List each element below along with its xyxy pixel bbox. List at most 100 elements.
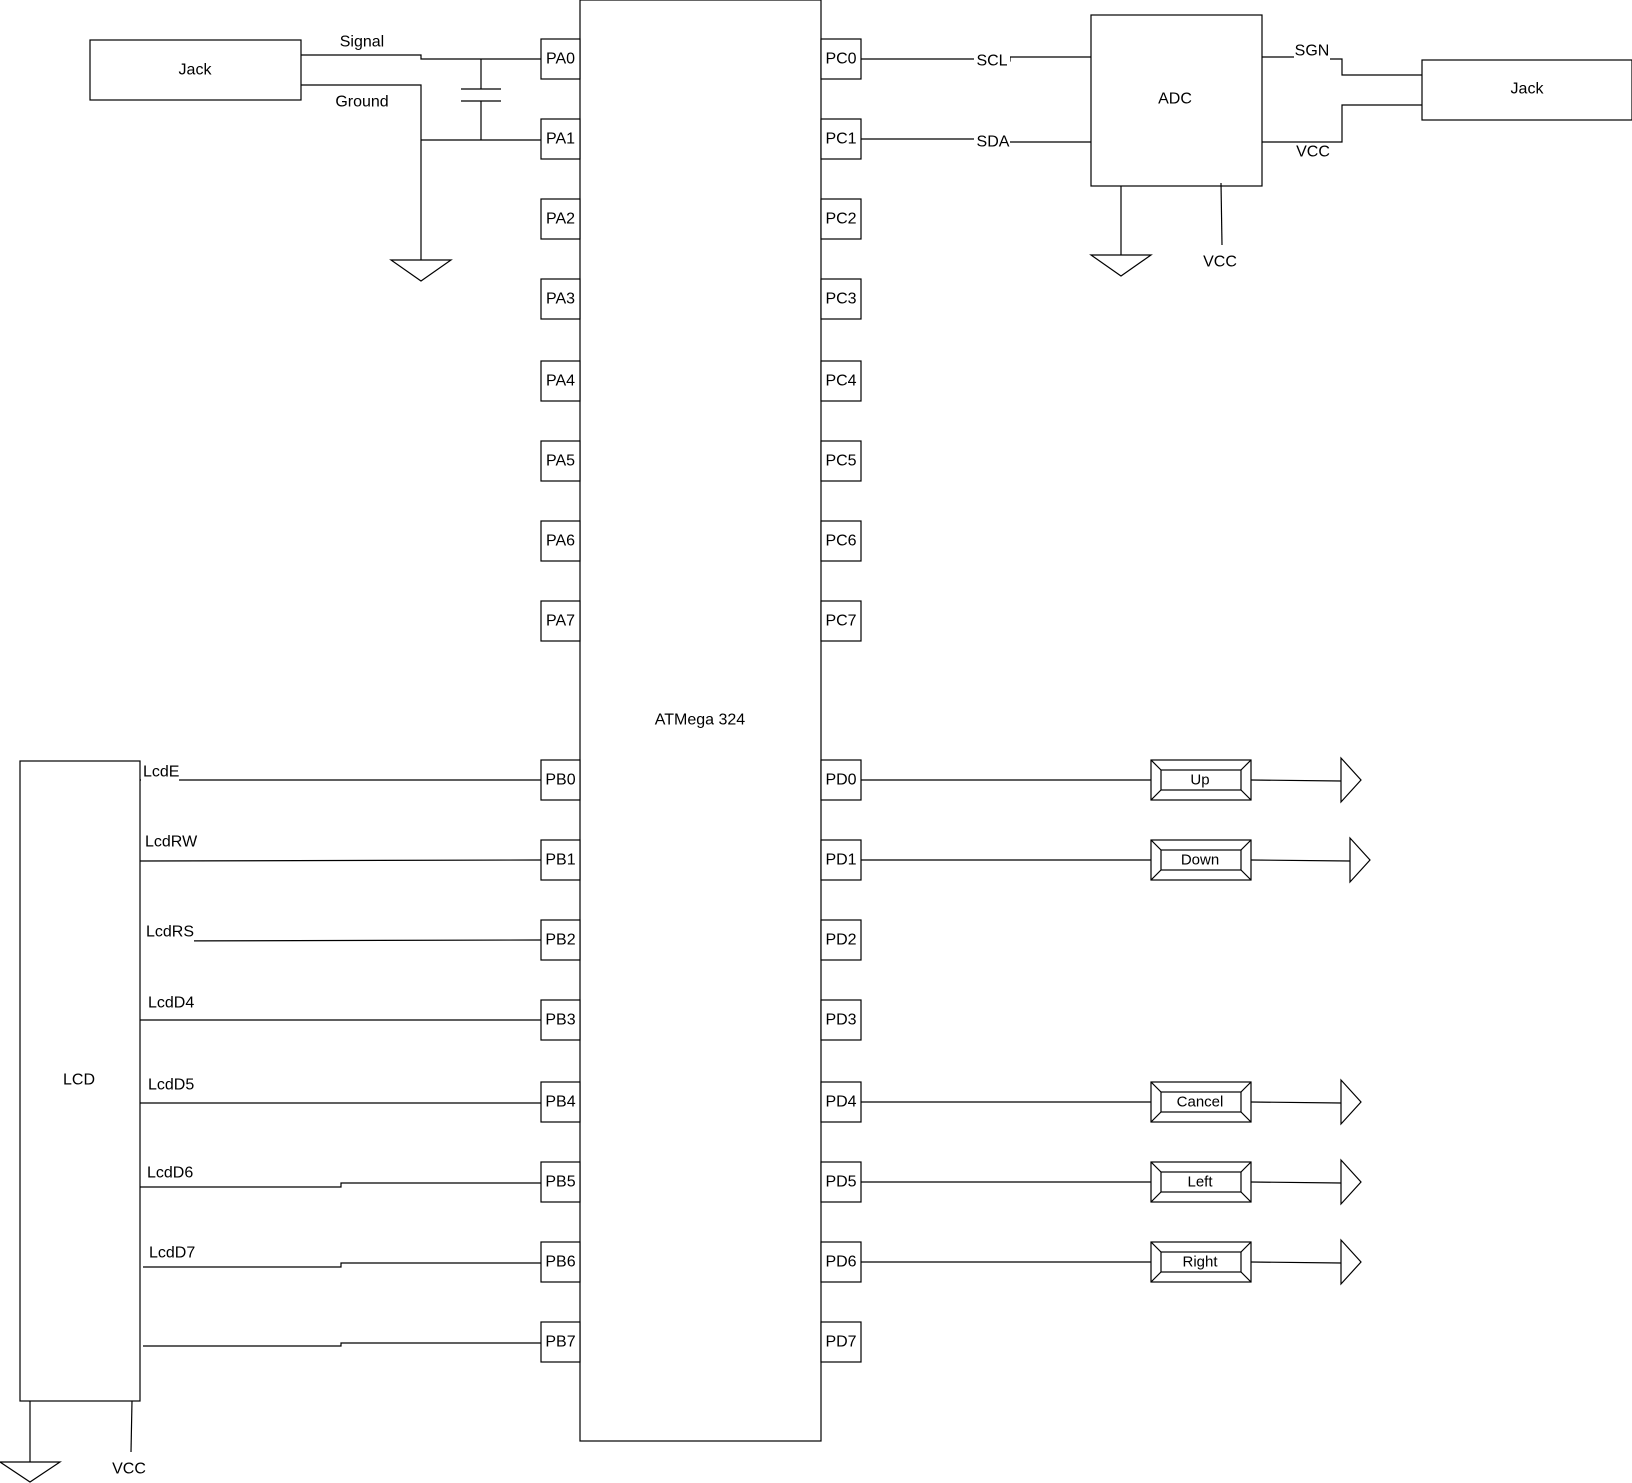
button-right[interactable]: Right bbox=[861, 1238, 1362, 1286]
adc-vcc-label: VCC bbox=[1296, 144, 1330, 161]
pin-label: PD1 bbox=[825, 852, 856, 869]
pin-label: PA5 bbox=[546, 453, 575, 470]
jack-left bbox=[89, 39, 302, 101]
pin-label: PC7 bbox=[825, 613, 856, 630]
lcd-vcc-label: VCC bbox=[112, 1461, 146, 1478]
lcd-signal-label: LcdD4 bbox=[148, 995, 194, 1012]
pin-pb6: PB6 bbox=[540, 1241, 581, 1283]
pin-pb2: PB2 bbox=[540, 919, 581, 961]
pin-label: PD2 bbox=[825, 932, 856, 949]
pin-label: PD6 bbox=[825, 1254, 856, 1271]
pin-label: PB2 bbox=[545, 932, 575, 949]
pin-label: PC1 bbox=[825, 131, 856, 148]
button-down[interactable]: Down bbox=[861, 836, 1371, 884]
adc-vcc-wire bbox=[1220, 182, 1223, 246]
pin-pd5: PD5 bbox=[820, 1161, 862, 1203]
pin-label: PA6 bbox=[546, 533, 575, 550]
pin-label: PC6 bbox=[825, 533, 856, 550]
pin-pb1: PB1 bbox=[540, 839, 581, 881]
pin-pa2: PA2 bbox=[540, 198, 581, 240]
lcd-signal-label: LcdD7 bbox=[149, 1245, 195, 1262]
adc-vcc-bottom-label: VCC bbox=[1203, 254, 1237, 271]
adc-box bbox=[1090, 14, 1263, 187]
sda-label: SDA bbox=[977, 134, 1010, 151]
button-label: Down bbox=[1181, 852, 1219, 869]
ground-label: Ground bbox=[335, 94, 388, 111]
arrow-icon bbox=[1340, 1238, 1362, 1286]
button-left[interactable]: Left bbox=[861, 1158, 1362, 1206]
button-cancel[interactable]: Cancel bbox=[861, 1078, 1362, 1126]
pin-label: PB1 bbox=[545, 852, 575, 869]
pin-pb5: PB5 bbox=[540, 1161, 581, 1203]
pin-pa4: PA4 bbox=[540, 360, 581, 402]
pin-label: PB3 bbox=[545, 1012, 575, 1029]
pin-pa6: PA6 bbox=[540, 520, 581, 562]
pin-label: PA4 bbox=[546, 373, 575, 390]
pin-label: PC2 bbox=[825, 211, 856, 228]
arrow-icon bbox=[1340, 1078, 1362, 1126]
pin-pc2: PC2 bbox=[820, 198, 862, 240]
pin-label: PC4 bbox=[825, 373, 856, 390]
pin-label: PD7 bbox=[825, 1334, 856, 1351]
pin-pb7: PB7 bbox=[540, 1321, 581, 1363]
lcd-signal-label: LcdRW bbox=[145, 834, 198, 851]
button-label: Cancel bbox=[1177, 1094, 1224, 1111]
pin-label: PB0 bbox=[545, 772, 575, 789]
pin-pd4: PD4 bbox=[820, 1081, 862, 1123]
button-label: Up bbox=[1190, 772, 1209, 789]
pin-label: PD5 bbox=[825, 1174, 856, 1191]
lcd-label: LCD bbox=[63, 1072, 95, 1089]
pin-label: PC5 bbox=[825, 453, 856, 470]
signal-wire bbox=[301, 54, 541, 60]
pin-label: PB7 bbox=[545, 1334, 575, 1351]
pin-pc6: PC6 bbox=[820, 520, 862, 562]
lcd-signal-label: LcdRS bbox=[146, 924, 194, 941]
pin-pd6: PD6 bbox=[820, 1241, 862, 1283]
pin-pa7: PA7 bbox=[540, 600, 581, 642]
pin-label: PA0 bbox=[546, 51, 575, 68]
left-pin-column: PA0PA1PA2PA3PA4PA5PA6PA7PB0PB1PB2PB3PB4P… bbox=[540, 38, 581, 1363]
button-up[interactable]: Up bbox=[861, 756, 1362, 804]
adc-label: ADC bbox=[1158, 91, 1192, 108]
ground-symbol-lcd bbox=[0, 1461, 62, 1483]
pin-pa1: PA1 bbox=[540, 118, 581, 160]
button-label: Left bbox=[1187, 1174, 1213, 1191]
pin-label: PC3 bbox=[825, 291, 856, 308]
pin-label: PB6 bbox=[545, 1254, 575, 1271]
scl-label: SCL bbox=[976, 53, 1007, 70]
lcd-signal-label: LcdD5 bbox=[148, 1077, 194, 1094]
pin-pd2: PD2 bbox=[820, 919, 862, 961]
pin-pb3: PB3 bbox=[540, 999, 581, 1041]
lcd-wires bbox=[139, 779, 542, 1347]
jack-right bbox=[1421, 59, 1632, 121]
pin-label: PA3 bbox=[546, 291, 575, 308]
sgn-wire-b bbox=[1330, 58, 1422, 76]
arrow-icon bbox=[1340, 1158, 1362, 1206]
ground-symbol-jack bbox=[389, 259, 453, 282]
pin-pc4: PC4 bbox=[820, 360, 862, 402]
jack-left-label: Jack bbox=[179, 62, 213, 79]
mcu-label: ATMega 324 bbox=[655, 712, 746, 729]
pin-label: PA7 bbox=[546, 613, 575, 630]
lcd-signal-labels: LcdE LcdRW LcdRS LcdD4 LcdD5 LcdD6 LcdD7 bbox=[141, 762, 198, 1262]
lcd-signal-label: LcdE bbox=[143, 764, 179, 781]
pin-pb4: PB4 bbox=[540, 1081, 581, 1123]
pin-label: PD0 bbox=[825, 772, 856, 789]
sgn-label: SGN bbox=[1295, 43, 1330, 60]
arrow-icon bbox=[1349, 836, 1371, 884]
pin-pc3: PC3 bbox=[820, 278, 862, 320]
pin-label: PB5 bbox=[545, 1174, 575, 1191]
pin-label: PD3 bbox=[825, 1012, 856, 1029]
jack-right-label: Jack bbox=[1511, 81, 1545, 98]
lcd-vcc-wire bbox=[130, 1400, 133, 1453]
pin-label: PD4 bbox=[825, 1094, 856, 1111]
pin-pd7: PD7 bbox=[820, 1321, 862, 1363]
ground-wire bbox=[301, 84, 541, 260]
button-label: Right bbox=[1182, 1254, 1218, 1271]
lcd-signal-label: LcdD6 bbox=[147, 1165, 193, 1182]
pin-pa5: PA5 bbox=[540, 440, 581, 482]
pin-pc0: PC0 bbox=[820, 38, 862, 80]
right-pin-column: PC0PC1PC2PC3PC4PC5PC6PC7PD0PD1PD2PD3PD4P… bbox=[820, 38, 862, 1363]
